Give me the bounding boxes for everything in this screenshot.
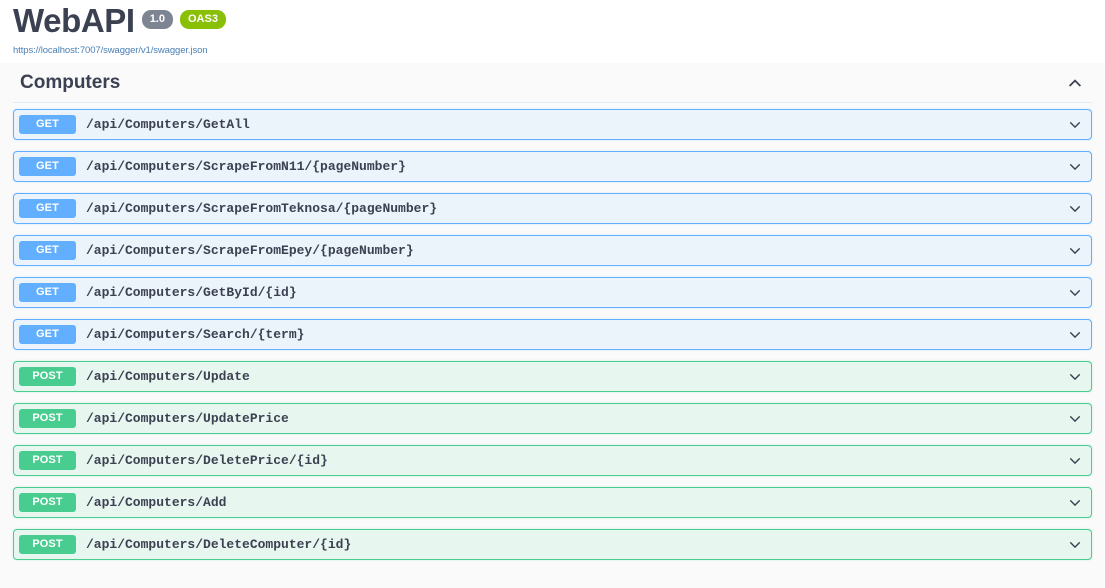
http-method-badge: POST [19, 451, 76, 470]
http-method-badge: GET [19, 241, 76, 260]
operation-row[interactable]: GET /api/Computers/GetAll [13, 109, 1092, 140]
operation-row[interactable]: GET /api/Computers/ScrapeFromEpey/{pageN… [13, 235, 1092, 266]
operation-row[interactable]: POST /api/Computers/Add [13, 487, 1092, 518]
operation-path: /api/Computers/GetById/{id} [86, 285, 297, 300]
chevron-down-icon[interactable] [1068, 244, 1082, 258]
chevron-down-icon[interactable] [1068, 538, 1082, 552]
page-title: WebAPI [13, 2, 135, 39]
operation-row[interactable]: GET /api/Computers/ScrapeFromN11/{pageNu… [13, 151, 1092, 182]
operation-path: /api/Computers/ScrapeFromEpey/{pageNumbe… [86, 243, 414, 258]
operation-path: /api/Computers/Search/{term} [86, 327, 305, 342]
chevron-down-icon[interactable] [1068, 370, 1082, 384]
operation-path: /api/Computers/DeleteComputer/{id} [86, 537, 352, 552]
operation-path: /api/Computers/ScrapeFromN11/{pageNumber… [86, 159, 406, 174]
operation-row[interactable]: POST /api/Computers/UpdatePrice [13, 403, 1092, 434]
operations-list: GET /api/Computers/GetAll GET /api/Compu… [0, 103, 1105, 560]
chevron-down-icon[interactable] [1068, 202, 1082, 216]
http-method-badge: GET [19, 157, 76, 176]
operation-path: /api/Computers/DeletePrice/{id} [86, 453, 328, 468]
version-badge: 1.0 [141, 10, 173, 29]
tag-name-label: Computers [20, 72, 121, 93]
operation-row[interactable]: POST /api/Computers/DeleteComputer/{id} [13, 529, 1092, 560]
http-method-badge: GET [19, 325, 76, 344]
operation-row[interactable]: GET /api/Computers/Search/{term} [13, 319, 1092, 350]
http-method-badge: POST [19, 493, 76, 512]
tag-section-computers: Computers GET /api/Computers/GetAll GET … [0, 63, 1105, 560]
http-method-badge: POST [19, 409, 76, 428]
chevron-down-icon[interactable] [1068, 454, 1082, 468]
oas-version-badge: OAS3 [179, 10, 226, 29]
chevron-down-icon[interactable] [1068, 118, 1082, 132]
chevron-down-icon[interactable] [1068, 496, 1082, 510]
chevron-up-icon[interactable] [1067, 75, 1083, 91]
chevron-down-icon[interactable] [1068, 412, 1082, 426]
spec-url-link[interactable]: https://localhost:7007/swagger/v1/swagge… [13, 45, 208, 56]
operation-row[interactable]: POST /api/Computers/Update [13, 361, 1092, 392]
chevron-down-icon[interactable] [1068, 328, 1082, 342]
api-info-block: WebAPI 1.0 OAS3 https://localhost:7007/s… [0, 0, 1105, 63]
operation-path: /api/Computers/Update [86, 369, 250, 384]
operation-path: /api/Computers/GetAll [86, 117, 250, 132]
http-method-badge: POST [19, 367, 76, 386]
operation-row[interactable]: GET /api/Computers/GetById/{id} [13, 277, 1092, 308]
operation-row[interactable]: GET /api/Computers/ScrapeFromTeknosa/{pa… [13, 193, 1092, 224]
operation-path: /api/Computers/Add [86, 495, 227, 510]
chevron-down-icon[interactable] [1068, 286, 1082, 300]
operation-path: /api/Computers/ScrapeFromTeknosa/{pageNu… [86, 201, 438, 216]
http-method-badge: POST [19, 535, 76, 554]
http-method-badge: GET [19, 283, 76, 302]
api-title-row: WebAPI 1.0 OAS3 [13, 4, 1105, 38]
http-method-badge: GET [19, 115, 76, 134]
operation-path: /api/Computers/UpdatePrice [86, 411, 289, 426]
http-method-badge: GET [19, 199, 76, 218]
operation-row[interactable]: POST /api/Computers/DeletePrice/{id} [13, 445, 1092, 476]
tag-header-computers[interactable]: Computers [13, 63, 1092, 103]
chevron-down-icon[interactable] [1068, 160, 1082, 174]
